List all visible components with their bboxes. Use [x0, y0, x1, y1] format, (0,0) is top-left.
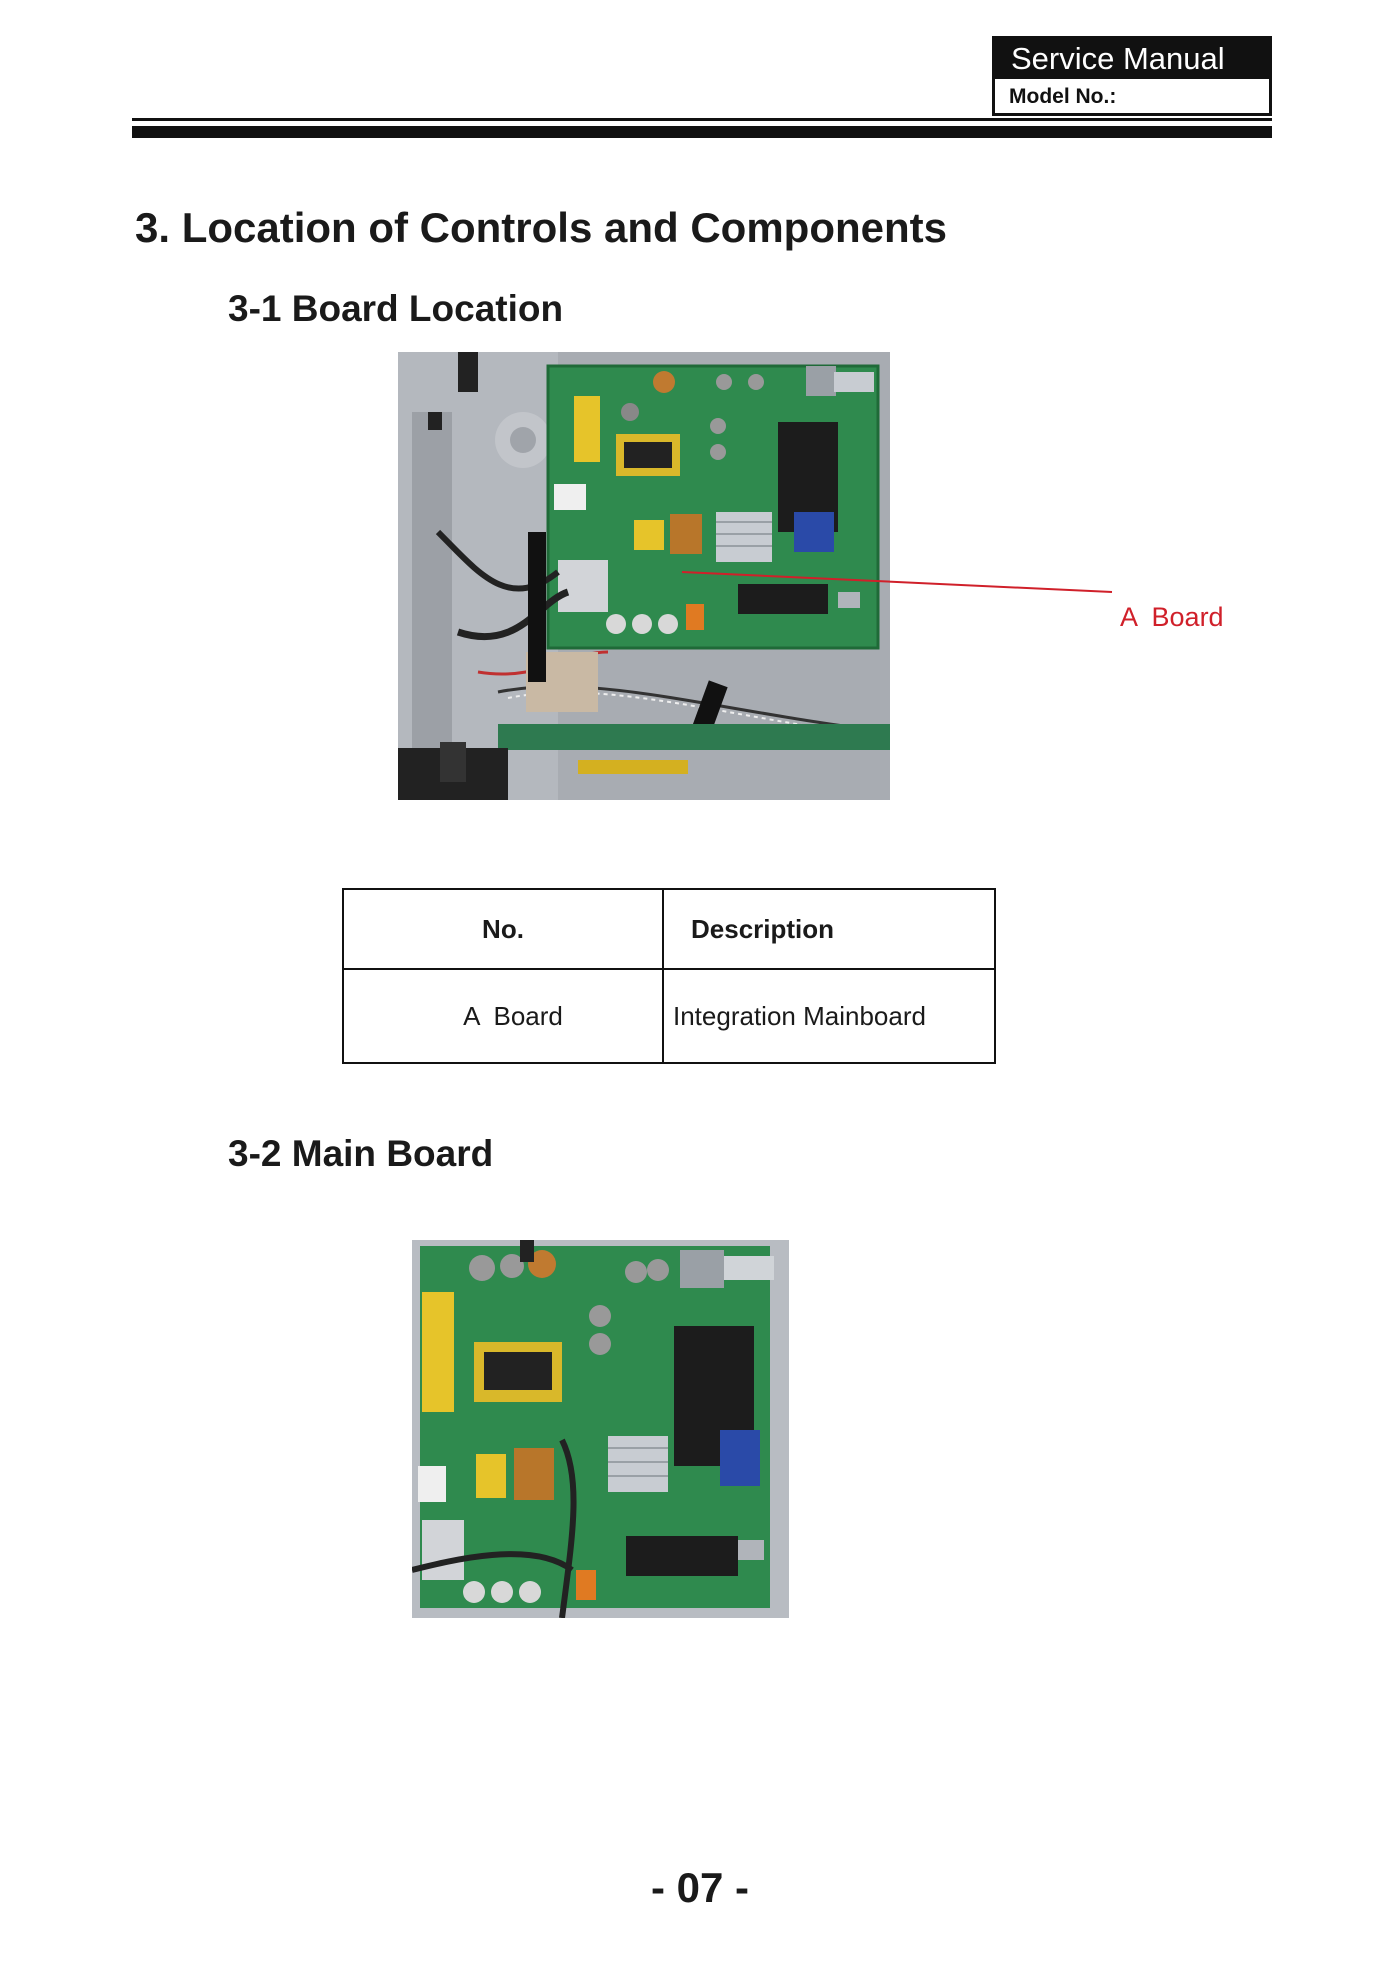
board-location-photo — [398, 352, 890, 800]
table-header-row: No. Description — [342, 888, 996, 970]
table-header-description: Description — [662, 888, 996, 970]
table-row: A Board Integration Mainboard — [342, 968, 996, 1064]
table-cell-no: A Board — [342, 968, 664, 1064]
section-title: 3. Location of Controls and Components — [135, 204, 947, 251]
header-rule-thin — [132, 118, 1272, 121]
header-box: Service Manual Model No.: — [992, 36, 1272, 116]
header-rule-thick — [132, 126, 1272, 138]
board-description-table: No. Description A Board Integration Main… — [342, 888, 996, 1064]
manual-title: Service Manual — [995, 39, 1269, 79]
main-board-title: 3-2 Main Board — [228, 1133, 494, 1174]
page-number: - 07 - — [650, 1864, 750, 1911]
table-cell-description: Integration Mainboard — [662, 968, 996, 1064]
callout-a-board-label: A Board — [1120, 602, 1224, 632]
board-location-title: 3-1 Board Location — [228, 288, 564, 329]
main-board-photo — [412, 1240, 789, 1618]
model-number-label: Model No.: — [1009, 85, 1117, 108]
table-header-no: No. — [342, 888, 664, 970]
